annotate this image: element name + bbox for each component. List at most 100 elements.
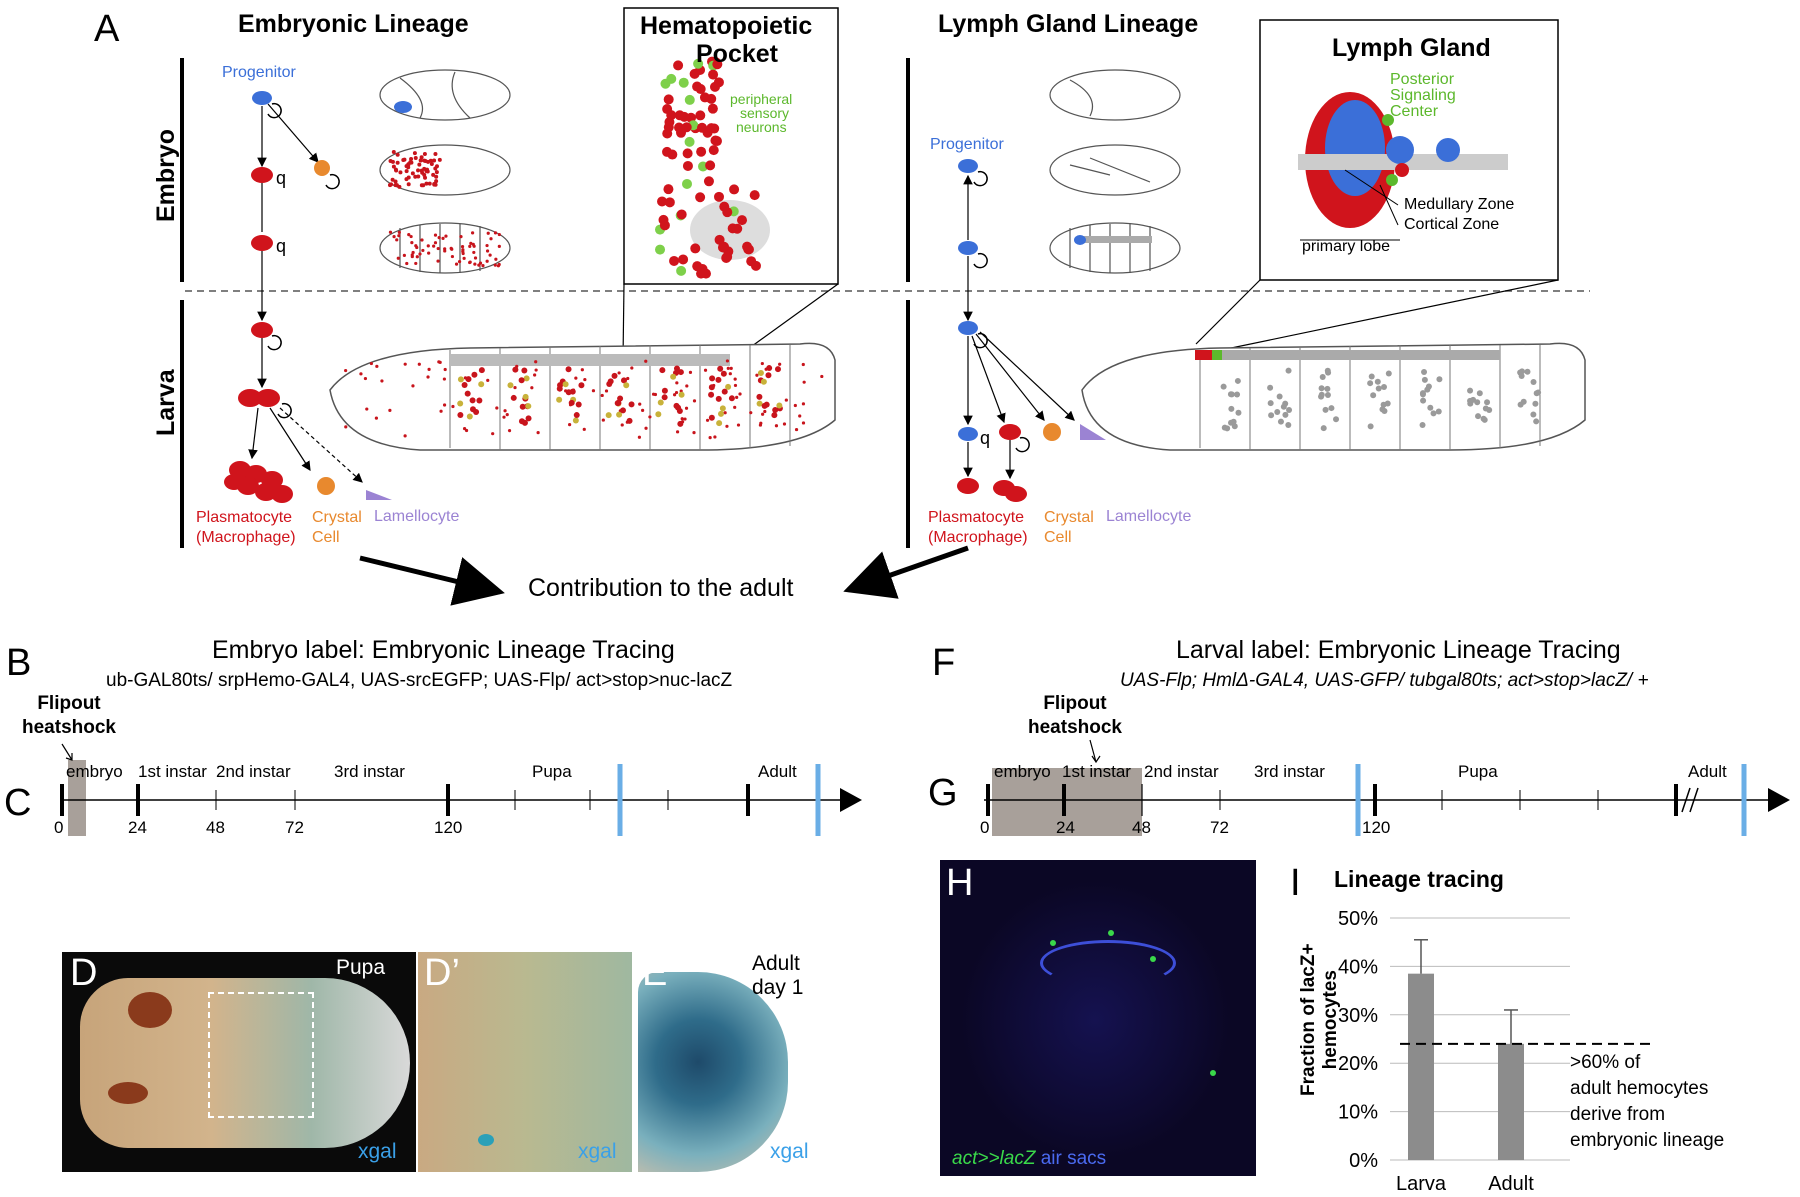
hemocyte-dot [365, 407, 369, 411]
hemocyte-dot [802, 380, 806, 384]
pocket-cell [664, 197, 675, 208]
hemocyte-dot [409, 234, 413, 239]
hemocyte-dot [502, 415, 506, 419]
hemocyte-dot [471, 242, 475, 246]
hemocyte-dot [725, 424, 729, 428]
panel-g-heatshock-line2: heatshock [1028, 717, 1122, 738]
chart-i-annotation: >60% of adult hemocytes derive from embr… [1570, 1050, 1724, 1154]
stage-embryo-label: Embryo [152, 128, 180, 222]
hemocyte-dot [390, 177, 395, 182]
hemocyte-dot [359, 372, 363, 376]
right-lamellocyte-label: Lamellocyte [1106, 508, 1192, 525]
hemocyte-dot [469, 241, 473, 245]
pocket-cell [743, 244, 754, 255]
hemocyte-dot [604, 389, 609, 393]
hemocyte-dot [688, 370, 693, 374]
left-crystal-line1: Crystal [312, 509, 362, 526]
hemocyte-dot [675, 381, 679, 385]
hemocyte-dot [648, 415, 652, 419]
left-embryo-hemocytes [394, 101, 412, 113]
hemocyte-dot [391, 164, 396, 169]
hemocyte-dot [439, 409, 443, 413]
hemocyte-dot [726, 366, 730, 370]
hemocyte-dot [403, 362, 407, 366]
hemocyte-dot [749, 411, 753, 415]
hemocyte-dot [755, 373, 759, 377]
hemocyte-dot [462, 256, 466, 260]
hemocyte-dot [424, 181, 429, 186]
pocket-cell [684, 94, 695, 105]
pocket-cell [695, 192, 706, 203]
hemocyte-dot [477, 263, 481, 267]
hemocyte-dot [404, 164, 409, 169]
hemocyte-dot [411, 250, 415, 255]
hemocyte-dot [534, 360, 538, 364]
hemocyte-dot [600, 393, 604, 398]
pocket-cell [678, 254, 689, 265]
left-larva-illustration [329, 342, 836, 451]
panel-c-label: C [4, 782, 32, 824]
pocket-cell [714, 191, 725, 202]
hemocyte-dot [460, 244, 465, 249]
c-stage-3rd-instar: 3rd instar [334, 762, 405, 781]
c-tick-120: 120 [434, 818, 463, 837]
panel-c-heatshock-line1: Flipout [37, 693, 101, 714]
chart-i-category-label: Larva [1396, 1173, 1447, 1195]
hemocyte-dot [392, 235, 396, 239]
hemocyte-dot [437, 157, 442, 162]
hemocyte-dot [468, 244, 472, 248]
hemocyte-dot [601, 418, 605, 422]
panel-e-label: E [642, 952, 668, 994]
hemocyte-dot [421, 248, 425, 253]
panel-a-label: A [94, 8, 120, 50]
hemocyte-dot [801, 362, 805, 367]
hemocyte-dot [436, 246, 440, 251]
g-stage-1st-instar: 1st instar [1062, 762, 1131, 781]
right-lineage-tree [957, 159, 1106, 502]
hemocyte-dot [432, 244, 436, 248]
pocket-cell [707, 103, 718, 114]
psc-label: Posterior Signaling Center [1390, 72, 1456, 120]
pocket-cell [663, 122, 674, 133]
hemocyte-dot [408, 160, 413, 165]
hemocyte-dot [644, 426, 648, 430]
hemocyte-dot [426, 244, 430, 248]
hemocyte-dot [582, 427, 586, 431]
hemocyte-dot [763, 409, 767, 414]
c-tick-0: 0 [54, 818, 64, 837]
panel-e-stage: Adult day 1 [752, 952, 803, 1000]
hemocyte-dot [451, 404, 455, 409]
hemocyte-dot [403, 434, 407, 438]
panel-d-prime-stain: xgal [578, 1140, 617, 1163]
panel-g-heatshock-line1: Flipout [1043, 693, 1107, 714]
hemocyte-dot [425, 167, 430, 172]
hemocyte-dot [409, 156, 414, 161]
hemocyte-dot [442, 377, 446, 381]
psc-line1: Posterior [1390, 71, 1455, 88]
cortical-zone-label: Cortical Zone [1404, 216, 1500, 233]
neurons-line1: peripheral [730, 91, 793, 107]
hemocyte-dot [412, 151, 417, 156]
hemocyte-dot [402, 253, 406, 257]
hemocyte-dot [680, 417, 684, 421]
panel-f-label: F [932, 642, 956, 684]
hemocyte-dot [397, 184, 402, 189]
hemocyte-dot [761, 412, 765, 416]
hemocyte-dot [494, 257, 498, 261]
hemocyte-dot [419, 155, 424, 160]
pocket-cell [674, 122, 685, 133]
gray-hemocyte-cluster [1318, 367, 1340, 432]
left-plasmatocyte-line2: (Macrophage) [196, 529, 296, 546]
panel-i-label: I [1290, 862, 1301, 904]
hemocyte-dot [401, 158, 406, 163]
hemocyte-dot [473, 256, 478, 260]
pocket-cell [696, 146, 707, 157]
pocket-cell [695, 110, 706, 121]
gray-hemocyte-cluster [1419, 368, 1443, 429]
micrograph-d-prime-zoom [418, 952, 632, 1172]
pocket-cell [722, 251, 733, 262]
hemocyte-dot [583, 377, 587, 382]
hemocyte-dot [398, 170, 403, 175]
hemocyte-dot [733, 405, 737, 409]
panel-h-legend-blue: air sacs [1040, 1148, 1107, 1169]
